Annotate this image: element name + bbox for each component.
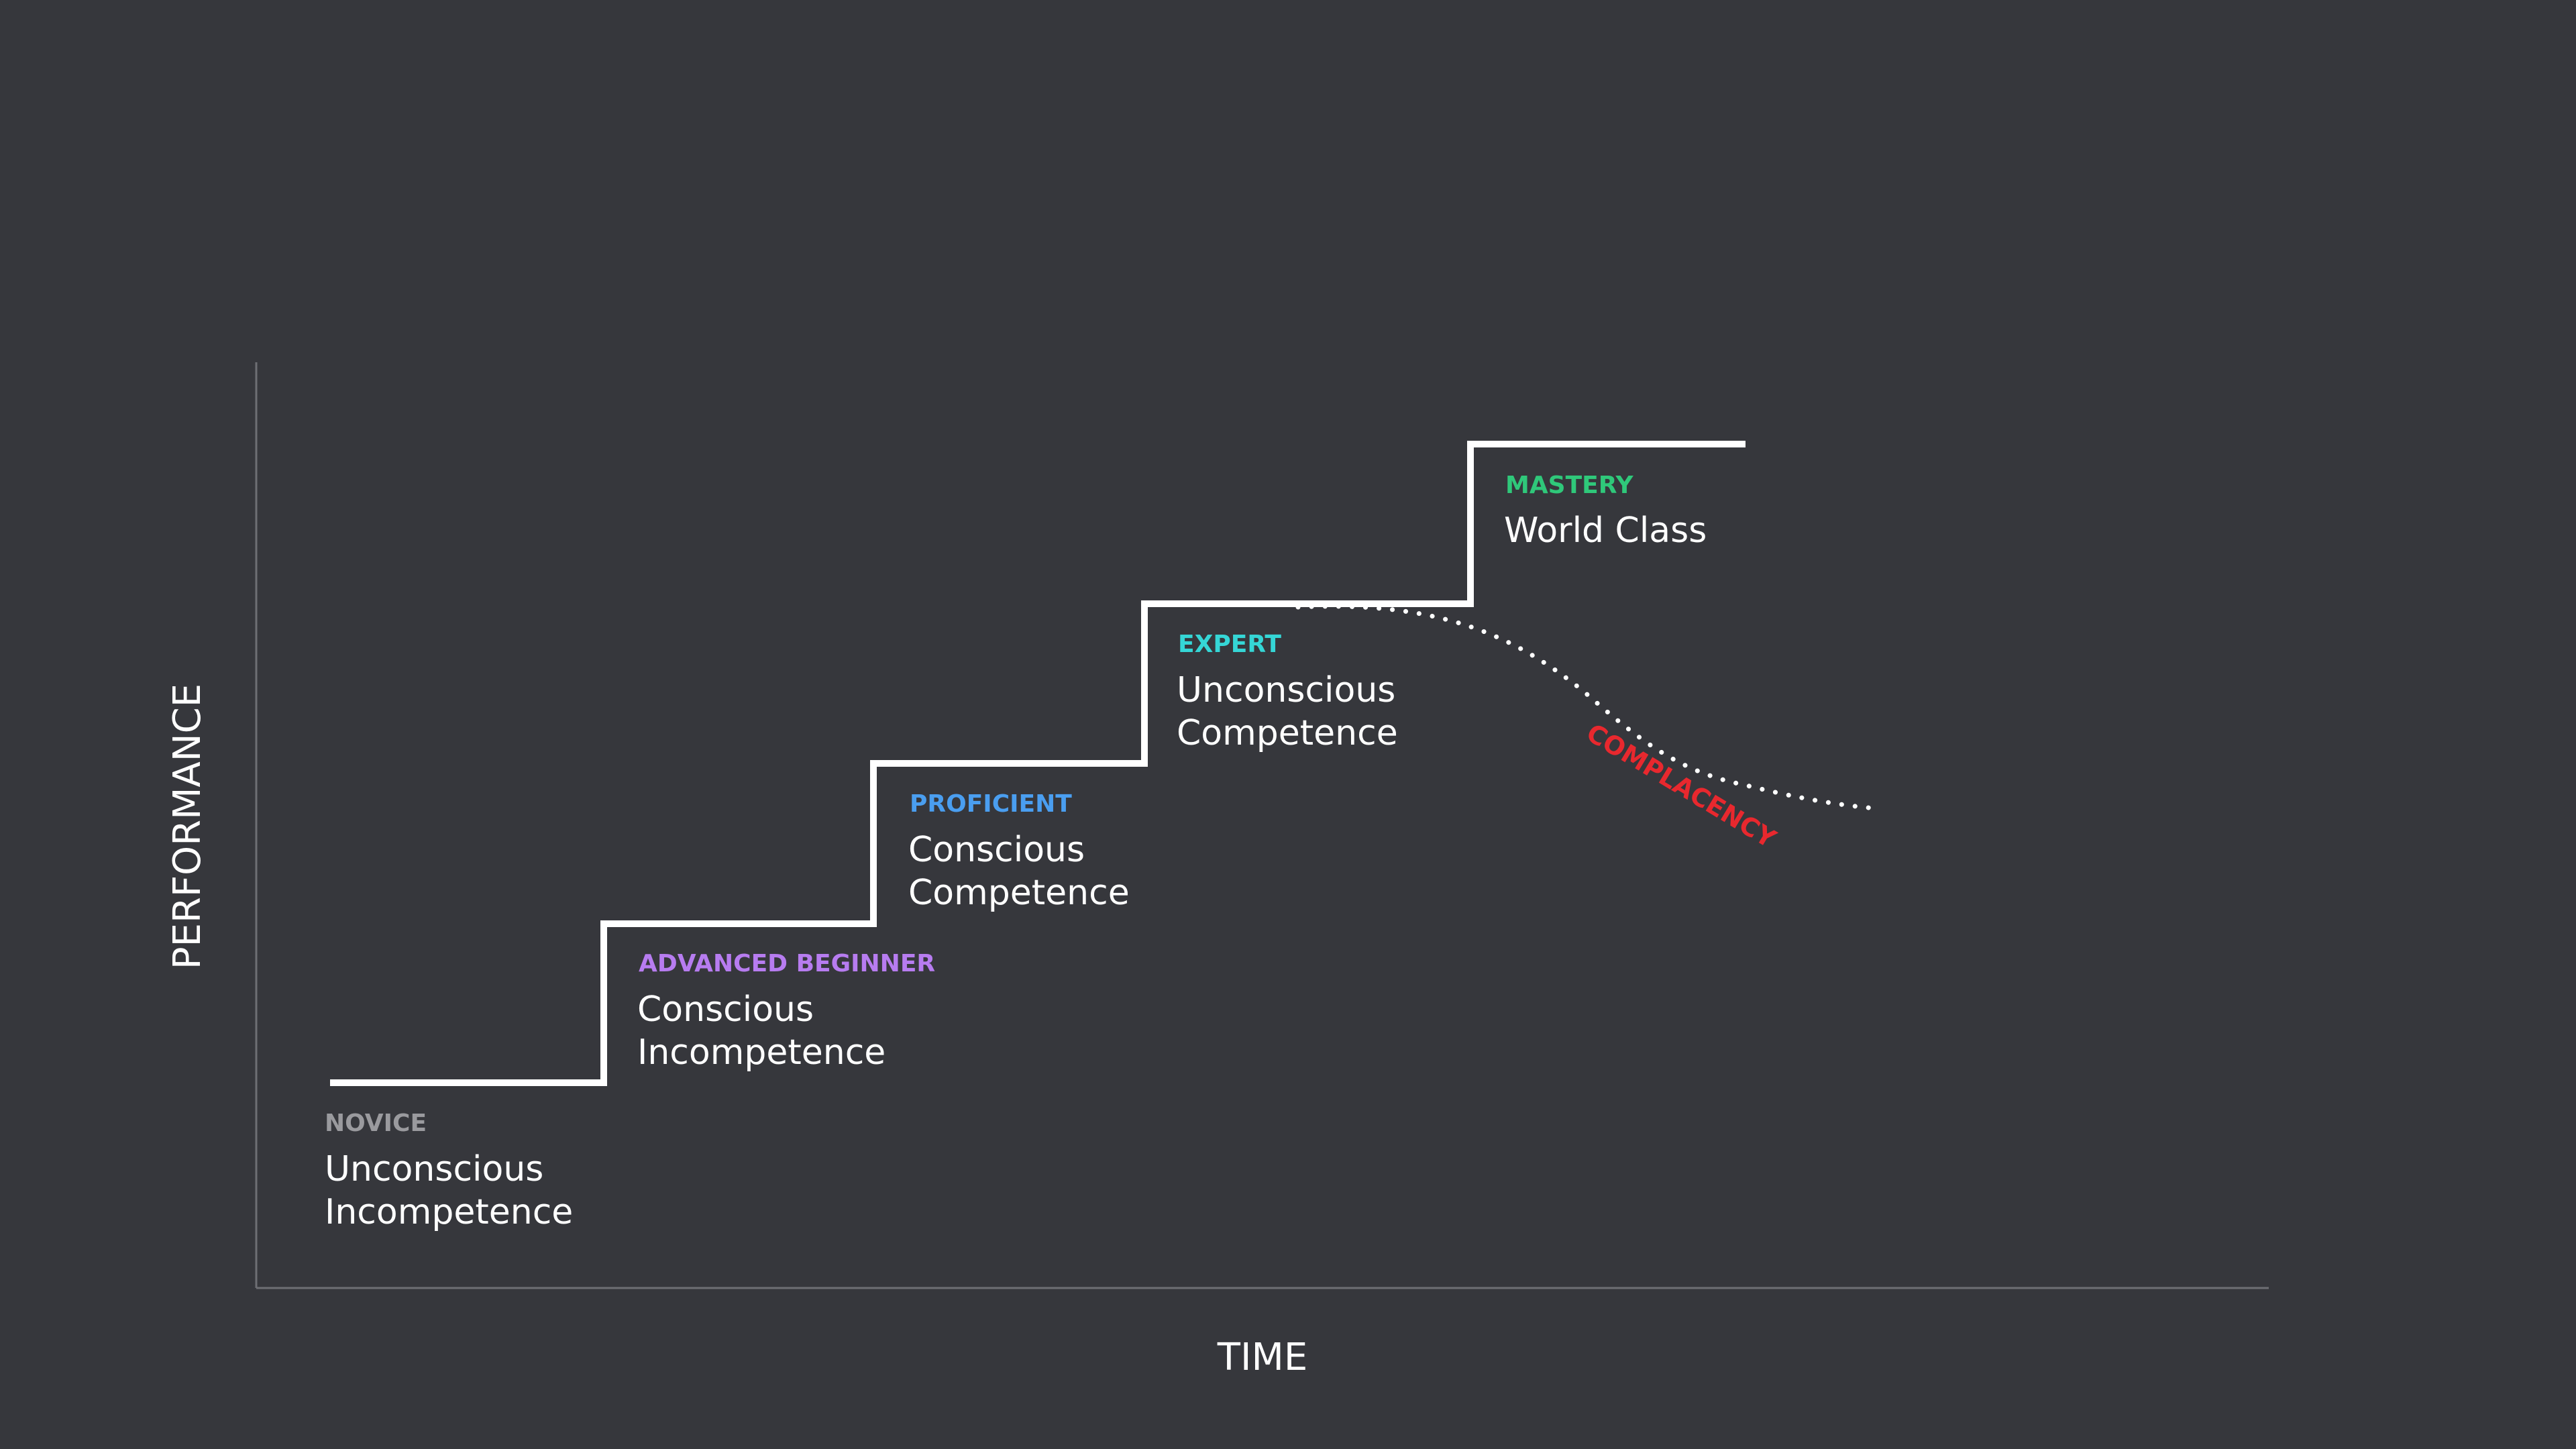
stage-desc-expert-line1: Unconscious (1177, 670, 1395, 710)
stage-mastery: MASTERY World Class (1504, 472, 1707, 551)
stage-expert: EXPERT Unconscious Competence (1177, 631, 1398, 753)
stage-label-mastery: MASTERY (1505, 472, 1634, 499)
stage-label-proficient: PROFICIENT (910, 790, 1072, 818)
stage-desc-advanced-beginner-line1: Conscious (637, 989, 814, 1030)
stage-desc-proficient-line2: Competence (908, 873, 1130, 913)
stage-label-advanced-beginner: ADVANCED BEGINNER (639, 950, 935, 977)
complacency-curve (1295, 604, 1878, 811)
stage-proficient: PROFICIENT Conscious Competence (908, 790, 1130, 913)
stage-novice: NOVICE Unconscious Incompetence (325, 1110, 573, 1232)
y-axis-title: PERFORMANCE (166, 684, 209, 969)
stage-label-novice: NOVICE (325, 1110, 427, 1137)
stage-desc-mastery-line1: World Class (1504, 511, 1707, 551)
stage-advanced-beginner: ADVANCED BEGINNER Conscious Incompetence (637, 950, 935, 1073)
stage-desc-novice-line1: Unconscious (325, 1149, 543, 1189)
stage-label-expert: EXPERT (1178, 631, 1281, 658)
stage-desc-expert-line2: Competence (1177, 713, 1398, 753)
stage-desc-novice-line2: Incompetence (325, 1192, 573, 1232)
stage-desc-advanced-beginner-line2: Incompetence (637, 1032, 885, 1073)
x-axis-title: TIME (1217, 1336, 1307, 1379)
stage-desc-proficient-line1: Conscious (908, 830, 1085, 870)
staircase-line (330, 441, 1746, 1086)
